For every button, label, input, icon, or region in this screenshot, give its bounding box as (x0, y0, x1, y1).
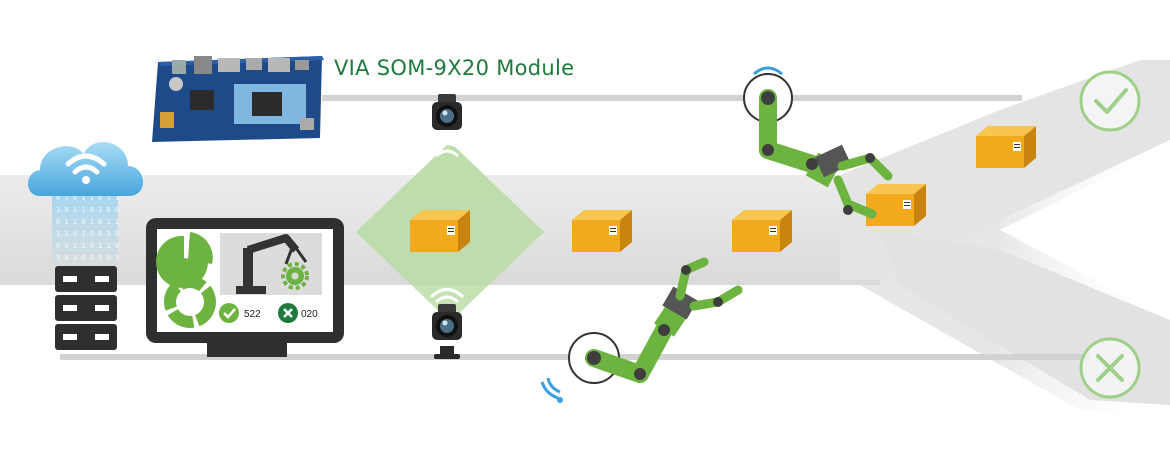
fail-x-circle-icon (1079, 337, 1141, 399)
package-box-icon (410, 210, 470, 252)
svg-text:1 0 1 1 0 1 0 0: 1 0 1 1 0 1 0 0 (56, 206, 119, 214)
svg-text:0 1 0 1 1 0 1 1: 0 1 0 1 1 0 1 1 (56, 194, 119, 202)
package-box-icon (976, 126, 1036, 168)
package-box-icon (732, 210, 792, 252)
robot-arm-icon-top (743, 66, 893, 219)
package-box-icon (866, 184, 926, 226)
pie-chart-icon (156, 232, 213, 288)
svg-text:0 0 1 1 0 1 1 0: 0 0 1 1 0 1 1 0 (56, 242, 119, 250)
monitor-display (146, 218, 344, 357)
camera-icon-bottom (429, 288, 465, 359)
robot-arm-thumbnail (236, 234, 308, 294)
pass-count: 522 (244, 309, 261, 320)
cloud-wifi-icon: 0 1 0 1 1 0 1 1 1 0 1 1 0 1 0 0 0 1 1 0 … (28, 142, 144, 267)
svg-text:1 0 1 0 1 1 0 1: 1 0 1 0 1 1 0 1 (56, 254, 119, 262)
pass-check-circle-icon (1079, 70, 1141, 132)
gear-icon (281, 262, 309, 290)
fail-count: 020 (301, 309, 318, 320)
robot-arm-icon-bottom (540, 257, 743, 403)
svg-text:1 1 0 1 0 0 1 0: 1 1 0 1 0 0 1 0 (56, 230, 119, 238)
module-label: VIA SOM-9X20 Module (334, 56, 575, 80)
server-rack-icon (55, 266, 117, 350)
package-box-icon (572, 210, 632, 252)
fail-x-icon (278, 303, 298, 323)
donut-chart-icon (164, 276, 216, 328)
pass-check-icon (219, 303, 239, 323)
svg-text:0 1 1 0 1 0 1 1: 0 1 1 0 1 0 1 1 (56, 218, 119, 226)
som-board (152, 56, 324, 142)
camera-icon-top (429, 94, 465, 158)
